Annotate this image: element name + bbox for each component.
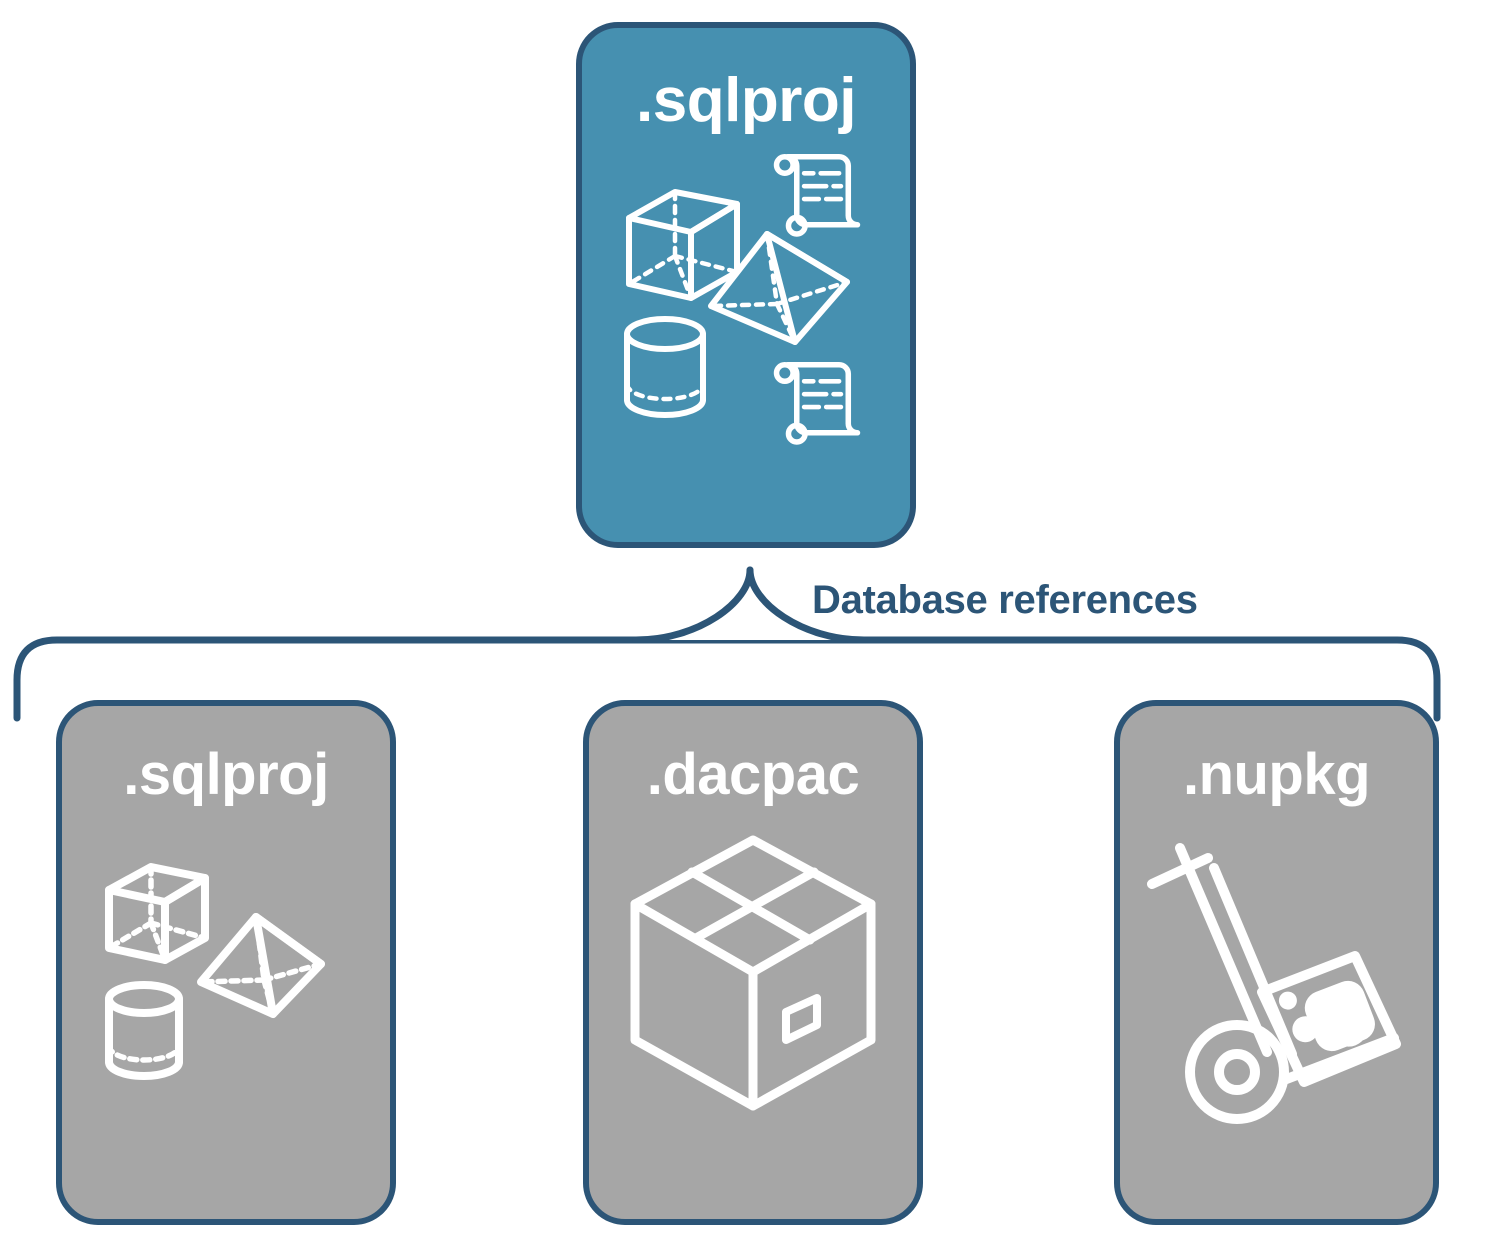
card-title-sqlproj-root: .sqlproj xyxy=(636,66,856,135)
node-card-nupkg[interactable]: .nupkg xyxy=(1114,700,1439,1225)
node-card-sqlproj-root[interactable]: .sqlproj xyxy=(576,22,916,548)
node-card-dacpac[interactable]: .dacpac xyxy=(583,700,923,1225)
card-title-nupkg: .nupkg xyxy=(1182,742,1371,807)
sqlproj-reference-icon-group xyxy=(81,822,371,1122)
edge-label-database-references: Database references xyxy=(812,578,1198,622)
node-card-sqlproj-reference[interactable]: .sqlproj xyxy=(56,700,396,1225)
card-title-dacpac: .dacpac xyxy=(646,742,860,807)
root-icon-group xyxy=(621,153,871,445)
nupkg-icon-group xyxy=(1132,822,1422,1124)
card-title-sqlproj-reference: .sqlproj xyxy=(123,742,329,807)
dacpac-icon-group xyxy=(608,822,898,1122)
